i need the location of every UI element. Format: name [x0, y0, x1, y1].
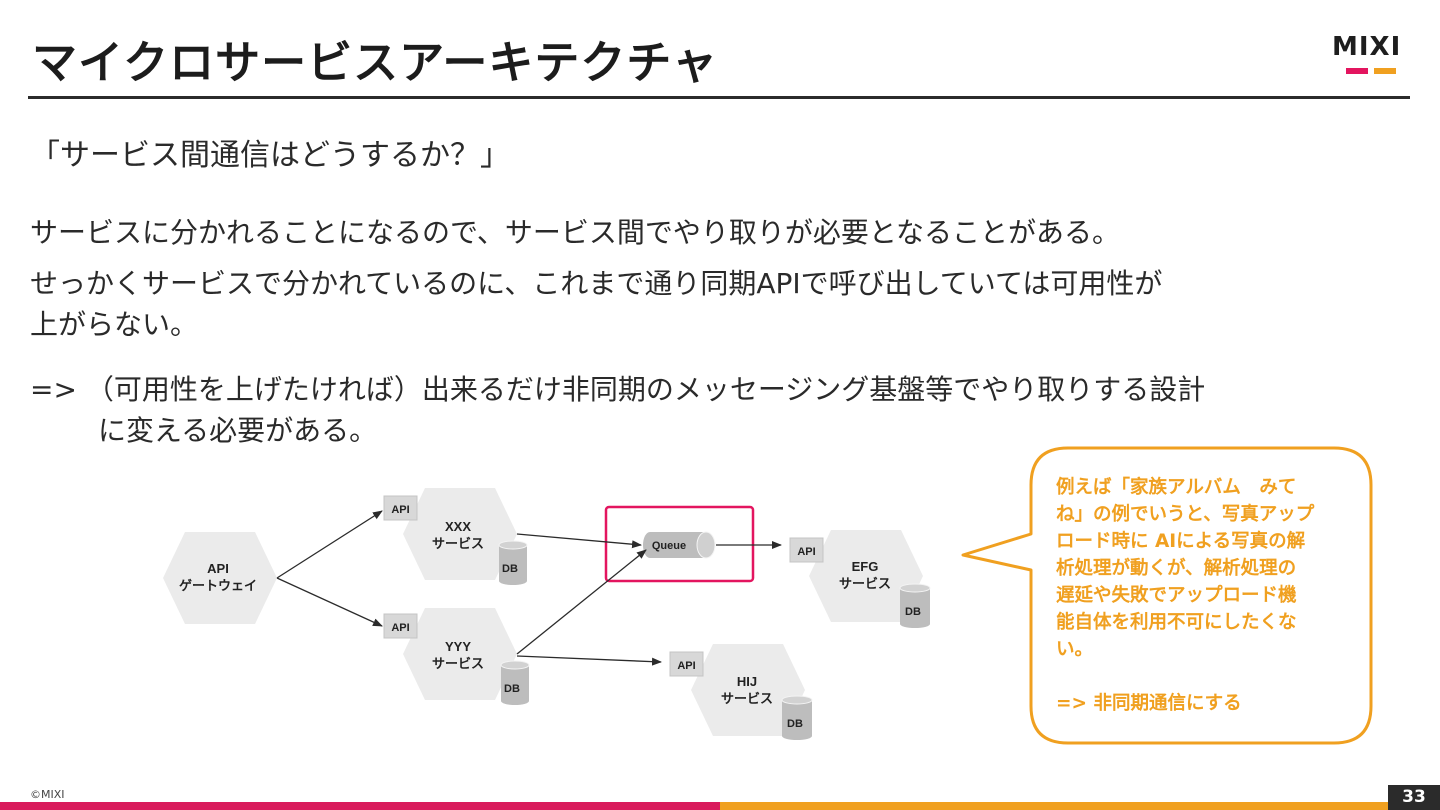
arrow-xxx-to-queue: [516, 533, 642, 549]
service-xxx-name: XXX: [445, 519, 471, 534]
arrow-gateway-to-yyy: [276, 577, 383, 627]
db-cylinder-xxx: DB: [498, 540, 528, 585]
svg-text:API: API: [391, 504, 409, 516]
page-number: 33: [1388, 785, 1440, 810]
footer-bar-orange: [720, 802, 1388, 810]
service-yyy-name: YYY: [445, 639, 471, 654]
db-cylinder-hij: DB: [781, 695, 813, 740]
callout-line: 遅延や失敗でアップロード機: [1056, 585, 1297, 606]
logo-pink-bar: [1346, 68, 1368, 74]
logo-text: MIXI: [1332, 32, 1402, 62]
service-xxx-hexagon: XXX サービス: [403, 488, 517, 580]
callout-line: 析処理が動くが、解析処理の: [1056, 558, 1297, 579]
callout-line: 例えば「家族アルバム みて: [1056, 477, 1297, 498]
callout-line: ね」の例でいうと、写真アップ: [1056, 504, 1315, 525]
svg-text:API: API: [391, 622, 409, 634]
service-efg-suffix: サービス: [839, 576, 891, 591]
service-efg-hexagon: EFG サービス: [809, 530, 923, 622]
arrow-yyy-to-hij: [516, 655, 662, 666]
svg-text:DB: DB: [504, 683, 520, 695]
api-box-yyy: API: [383, 613, 418, 639]
gateway-hexagon: API ゲートウェイ: [163, 532, 277, 624]
callout-line: 能自体を利用不可にしたくな: [1056, 612, 1297, 633]
api-box-efg: API: [789, 537, 824, 563]
gateway-label-line2: ゲートウェイ: [179, 578, 257, 593]
slide-title: マイクロサービスアーキテクチャ: [32, 36, 718, 89]
copyright: ©MIXI: [30, 788, 65, 801]
gateway-label-line1: API: [207, 561, 229, 576]
api-box-xxx: API: [383, 495, 418, 521]
service-hij-hexagon: HIJ サービス: [691, 644, 805, 736]
queue-cylinder: Queue: [643, 531, 716, 559]
architecture-diagram: API ゲートウェイ XXX サービス YYY サービス EFG サービス HI…: [163, 488, 931, 740]
db-cylinder-yyy: DB: [500, 660, 530, 705]
svg-text:DB: DB: [502, 563, 518, 575]
service-efg-name: EFG: [852, 559, 879, 574]
mixi-logo: MIXI: [1332, 34, 1412, 76]
svg-text:API: API: [797, 546, 815, 558]
callout-line: ロード時に AIによる写真の解: [1056, 531, 1306, 552]
subheading: 「サービス間通信はどうするか？」: [30, 138, 510, 173]
svg-text:DB: DB: [905, 606, 921, 618]
callout-conclusion: => 非同期通信にする: [1056, 693, 1242, 714]
arrows: [276, 510, 782, 666]
svg-text:API: API: [677, 660, 695, 672]
service-yyy-suffix: サービス: [432, 656, 484, 671]
callout-bubble: [961, 446, 1373, 745]
service-hij-name: HIJ: [737, 674, 757, 689]
paragraph-2-line-2: 上がらない。: [30, 308, 199, 341]
callout-line: い。: [1056, 639, 1094, 660]
service-yyy-hexagon: YYY サービス: [403, 608, 517, 700]
arrow-gateway-to-xxx: [276, 510, 383, 579]
api-box-hij: API: [669, 651, 704, 677]
svg-text:DB: DB: [787, 718, 803, 730]
service-hij-suffix: サービス: [721, 691, 773, 706]
db-cylinder-efg: DB: [899, 583, 931, 628]
queue-highlight-box: [604, 505, 755, 583]
title-divider: [28, 96, 1410, 99]
arrow-yyy-to-queue: [516, 549, 647, 655]
paragraph-2-line-1: せっかくサービスで分かれているのに、これまで通り同期APIで呼び出していては可用…: [30, 267, 1163, 300]
footer-bar-pink: [0, 802, 720, 810]
callout-text: 例えば「家族アルバム みて ね」の例でいうと、写真アップ ロード時に AIによる…: [1056, 474, 1346, 717]
logo-orange-bar: [1374, 68, 1396, 74]
paragraph-3-line-2: に変える必要がある。: [98, 414, 378, 447]
paragraph-1: サービスに分かれることになるので、サービス間でやり取りが必要となることがある。: [30, 216, 1121, 249]
queue-label: Queue: [652, 540, 686, 552]
service-xxx-suffix: サービス: [432, 536, 484, 551]
paragraph-3-line-1: => （可用性を上げたければ）出来るだけ非同期のメッセージング基盤等でやり取りす…: [30, 373, 1206, 406]
